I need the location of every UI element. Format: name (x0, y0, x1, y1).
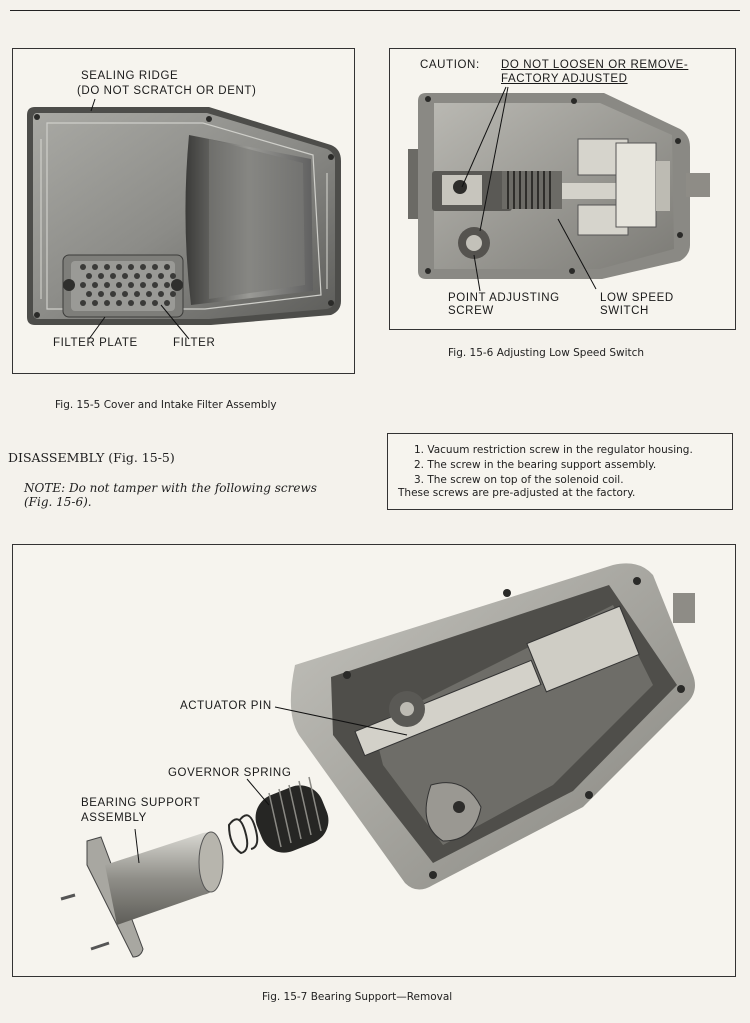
filter-plate-label: FILTER PLATE (53, 337, 138, 349)
filter-hole (92, 282, 98, 288)
note-line-2: (Fig. 15-6). (24, 495, 92, 509)
low-speed-switch-illustration (408, 86, 710, 292)
bearing-support-illustration (60, 563, 695, 958)
filter-hole (116, 300, 122, 306)
filter-hole (86, 291, 92, 297)
filter-label: FILTER (173, 337, 216, 349)
screw-item-2: 2. The screw in the bearing support asse… (414, 459, 657, 471)
filter-hole (92, 264, 98, 270)
actuator-pin-label: ACTUATOR PIN (180, 700, 272, 712)
filter-hole (122, 273, 128, 279)
filter-hole (98, 291, 104, 297)
filter-hole (122, 291, 128, 297)
disassembly-heading: DISASSEMBLY (Fig. 15-5) (8, 450, 175, 465)
filter-hole (128, 282, 134, 288)
screw-list-footer: These screws are pre-adjusted at the fac… (398, 487, 636, 499)
filter-hole (80, 282, 86, 288)
filter-hole (152, 300, 158, 306)
filter-hole (140, 264, 146, 270)
figure-15-5-frame: SEALING RIDGE (DO NOT SCRATCH OR DENT) F… (12, 48, 355, 374)
filter-hole (146, 273, 152, 279)
screw-list-box: 1. Vacuum restriction screw in the regul… (387, 433, 733, 510)
screw-item-1: 1. Vacuum restriction screw in the regul… (414, 444, 693, 456)
filter-hole (110, 273, 116, 279)
filter-hole (158, 273, 164, 279)
figure-15-7-frame: ACTUATOR PIN GOVERNOR SPRING BEARING SUP… (12, 544, 736, 977)
filter-hole (86, 273, 92, 279)
filter-hole (170, 291, 176, 297)
figure-15-7-caption: Fig. 15-7 Bearing Support—Removal (262, 991, 453, 1003)
caution-line-2: FACTORY ADJUSTED (501, 73, 628, 85)
filter-hole (152, 282, 158, 288)
note-line-1: NOTE: Do not tamper with the following s… (24, 481, 317, 495)
figure-15-6-frame: CAUTION: DO NOT LOOSEN OR REMOVE- FACTOR… (389, 48, 736, 330)
caution-prefix: CAUTION: (420, 59, 480, 71)
filter-hole (92, 300, 98, 306)
filter-hole (170, 273, 176, 279)
filter-hole (128, 264, 134, 270)
filter-hole (104, 282, 110, 288)
filter-hole (140, 282, 146, 288)
sealing-ridge-warning: (DO NOT SCRATCH OR DENT) (77, 85, 257, 97)
figure-15-5-caption: Fig. 15-5 Cover and Intake Filter Assemb… (55, 399, 277, 411)
filter-hole (140, 300, 146, 306)
top-rule (10, 10, 740, 11)
caution-line-1: DO NOT LOOSEN OR REMOVE- (501, 59, 689, 71)
filter-hole (116, 282, 122, 288)
figure-15-6-caption: Fig. 15-6 Adjusting Low Speed Switch (448, 347, 645, 359)
filter-hole (80, 264, 86, 270)
filter-hole (134, 291, 140, 297)
bearing-support-label: BEARING SUPPORT (81, 797, 201, 809)
filter-hole (110, 291, 116, 297)
filter-hole (146, 291, 152, 297)
governor-spring-label: GOVERNOR SPRING (168, 767, 292, 779)
filter-hole (98, 273, 104, 279)
filter-hole (152, 264, 158, 270)
filter-hole (164, 264, 170, 270)
low-speed-switch: SWITCH (600, 305, 649, 317)
cover-filter-illustration (27, 98, 341, 340)
low-speed-label: LOW SPEED (600, 292, 674, 304)
filter-hole (128, 300, 134, 306)
filter-hole (80, 300, 86, 306)
sealing-ridge-label: SEALING RIDGE (81, 70, 179, 82)
filter-hole (164, 300, 170, 306)
filter-hole (164, 282, 170, 288)
bearing-support-assembly: ASSEMBLY (81, 812, 147, 824)
point-adjusting-screw: SCREW (448, 305, 494, 317)
filter-hole (158, 291, 164, 297)
filter-hole (104, 264, 110, 270)
filter-hole (134, 273, 140, 279)
filter-hole (116, 264, 122, 270)
point-adjusting-label: POINT ADJUSTING (448, 292, 560, 304)
screw-item-3: 3. The screw on top of the solenoid coil… (414, 474, 624, 486)
filter-hole (104, 300, 110, 306)
